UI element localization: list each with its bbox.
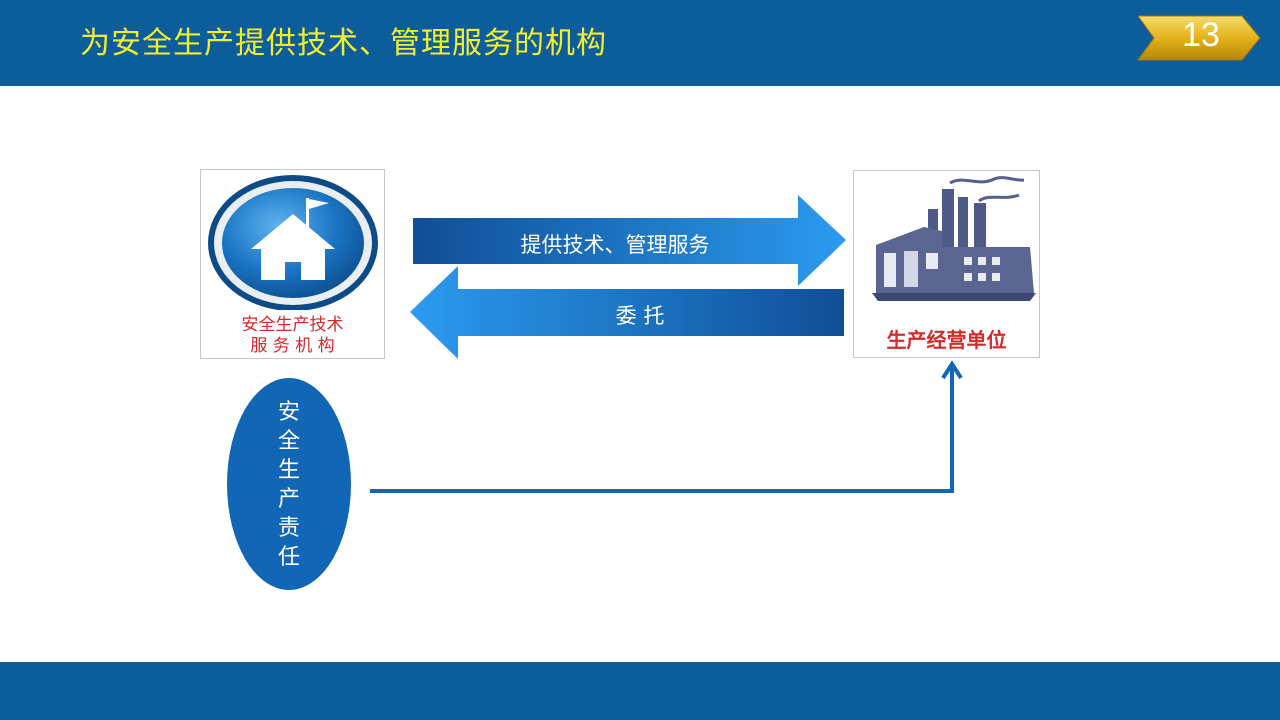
page-number: 13 — [1182, 16, 1220, 54]
factory-icon — [872, 176, 1036, 301]
responsibility-char: 产 — [277, 487, 300, 512]
page-badge-icon — [1138, 15, 1261, 61]
service-org-label-line1: 安全生产技术 — [241, 315, 344, 335]
backward-arrow-label: 委 托 — [615, 304, 665, 328]
page-title: 为安全生产提供技术、管理服务的机构 — [80, 26, 607, 61]
responsibility-char: 全 — [277, 429, 300, 454]
responsibility-char: 责 — [277, 516, 300, 541]
backward-arrow — [410, 266, 844, 359]
production-unit-card: 生产经营单位 — [853, 170, 1040, 358]
header-bar — [0, 0, 1280, 86]
forward-arrow — [413, 195, 846, 286]
responsibility-ellipse: 安 全 生 产 责 任 — [227, 378, 351, 590]
footer-bar — [0, 662, 1280, 720]
service-org-label-line2: 服 务 机 构 — [250, 336, 335, 356]
responsibility-connector — [370, 360, 963, 493]
responsibility-char: 任 — [277, 545, 300, 570]
house-flag-icon — [208, 175, 378, 310]
service-arrows — [410, 195, 846, 359]
production-unit-label: 生产经营单位 — [886, 328, 1007, 352]
responsibility-char: 安 — [277, 400, 300, 425]
responsibility-char: 生 — [277, 458, 300, 483]
forward-arrow-label: 提供技术、管理服务 — [520, 233, 710, 257]
service-org-card: 安全生产技术 服 务 机 构 — [200, 169, 385, 359]
responsibility-text: 安 全 生 产 责 任 — [227, 398, 351, 572]
